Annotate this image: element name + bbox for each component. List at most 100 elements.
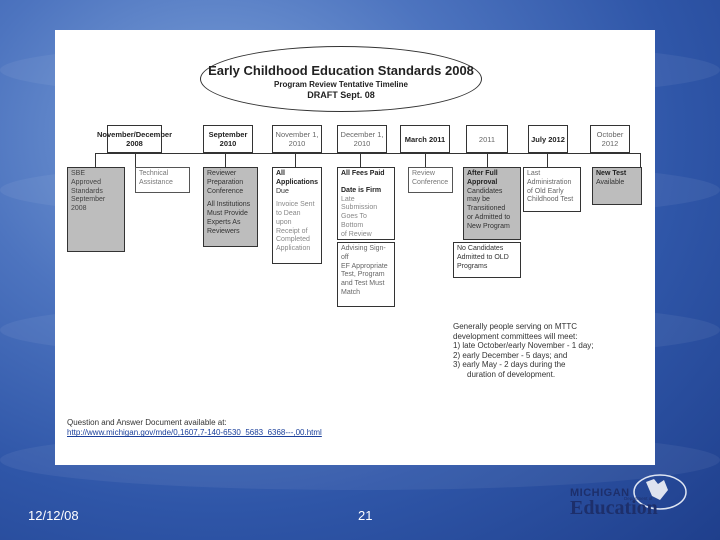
slide-number: 21: [358, 508, 373, 523]
box-line: of Review: [341, 230, 372, 238]
timeline-tick: [135, 153, 136, 167]
box-line: Administration: [527, 178, 572, 186]
timeline-tick: [225, 153, 226, 167]
box-line: of Old Early: [527, 187, 564, 195]
box-line: Admitted to OLD: [457, 253, 509, 261]
box-line: Candidates: [467, 187, 503, 195]
box-line: Transitioned: [467, 205, 506, 212]
timeline-document: Early Childhood Education Standards 2008…: [55, 30, 655, 465]
timeline-tick: [547, 153, 548, 167]
box-line: to Dean upon: [276, 210, 301, 226]
box-line: No Candidates: [457, 245, 504, 252]
box-line: Conference: [412, 178, 449, 186]
header-nov-2010: November 1, 2010: [272, 125, 322, 153]
box-line: Date is Firm: [341, 186, 382, 194]
box-line: Conference: [207, 187, 244, 195]
box-line: Receipt of: [276, 227, 308, 235]
box-line: Submission: [341, 204, 378, 212]
committee-note: Generally people serving on MTTC develop…: [453, 322, 623, 387]
box-line: Approval: [467, 178, 498, 186]
box-line: Last: [527, 170, 541, 177]
box-line: All: [276, 170, 285, 177]
box-line: Childhood Test: [527, 196, 574, 204]
box-line: Assistance: [139, 178, 173, 186]
box-line: Application: [276, 245, 311, 252]
note-line: development committees will meet:: [453, 331, 578, 341]
box-line: Late: [341, 195, 355, 203]
timeline-tick: [487, 153, 488, 167]
footer-date: 12/12/08: [28, 508, 79, 523]
header-nov-dec-2008: November/December 2008: [97, 125, 172, 153]
header-dec-2010: December 1, 2010: [337, 125, 387, 153]
qa-link[interactable]: http://www.michigan.gov/mde/0,1607,7-140…: [67, 428, 322, 438]
note-line: 2) early December - 5 days; and: [453, 350, 568, 360]
timeline-tick: [425, 153, 426, 167]
box-line: Review: [412, 170, 435, 177]
header-sep-2010: September 2010: [203, 125, 253, 153]
header-2011: 2011: [466, 125, 508, 153]
note-line: 3) early May - 2 days during the: [453, 360, 566, 370]
box-line: Experts As: [207, 218, 241, 226]
box-line: Test, Program: [341, 271, 385, 279]
box-after-full-approval: After Full Approval Candidates may be Tr…: [463, 167, 521, 240]
qa-document-note: Question and Answer Document available a…: [67, 418, 322, 439]
box-line: EF Appropriate: [341, 262, 388, 270]
box-line: September: [71, 196, 106, 204]
box-line: Completed: [276, 236, 310, 244]
box-line: Approved: [71, 178, 101, 186]
logo-dept: Department of: [624, 496, 653, 501]
timeline-axis: [95, 153, 640, 154]
timeline-tick: [95, 153, 96, 167]
box-new-test-available: New Test Available: [592, 167, 642, 205]
box-fees-paid: All Fees Paid Date is Firm Late Submissi…: [337, 167, 395, 240]
box-advising-signoff: Advising Sign- off EF Appropriate Test, …: [337, 242, 395, 307]
box-line: All Fees Paid: [341, 170, 385, 177]
box-sbe-approved: SBE Approved Standards September 2008: [67, 167, 125, 252]
logo-swoosh-icon: [633, 474, 687, 510]
box-line: New Program: [467, 222, 510, 230]
box-line: SBE: [71, 170, 86, 177]
title-line-3: DRAFT Sept. 08: [307, 90, 375, 100]
box-line: All Institutions: [207, 201, 251, 209]
box-last-administration: Last Administration of Old Early Childho…: [523, 167, 581, 212]
box-line: Available: [596, 178, 625, 186]
box-line: Programs: [457, 262, 488, 270]
box-technical-assistance: Technical Assistance: [135, 167, 190, 193]
header-jul-2012: July 2012: [528, 125, 568, 153]
box-line: Match: [341, 288, 361, 296]
logo-word: Education: [570, 497, 658, 519]
header-mar-2011: March 2011: [400, 125, 450, 153]
box-line: Applications: [276, 178, 319, 186]
box-line: After Full: [467, 170, 498, 177]
timeline-tick: [295, 153, 296, 167]
box-line: and Test Must: [341, 280, 385, 287]
box-applications-due: All Applications Due Invoice Sent to Dea…: [272, 167, 322, 264]
box-line: may be: [467, 196, 490, 204]
note-line: Generally people serving on MTTC: [453, 322, 578, 331]
box-line: Technical: [139, 170, 169, 177]
michigan-education-logo: MICHIGAN Department of Education: [568, 470, 688, 525]
box-line: Goes To Bottom: [341, 213, 367, 229]
box-line: New Test: [596, 170, 627, 177]
timeline-tick: [640, 153, 641, 167]
note-line: 1) late October/early November - 1 day;: [453, 341, 594, 351]
timeline-tick: [360, 153, 361, 167]
box-line: Advising Sign-: [341, 245, 386, 252]
box-line: Reviewers: [207, 227, 240, 235]
note-line: duration of development.: [467, 369, 556, 379]
box-line: Preparation: [207, 178, 244, 186]
box-review-conference: Review Conference: [408, 167, 453, 193]
logo-state: MICHIGAN: [570, 487, 630, 499]
box-reviewer-preparation: Reviewer Preparation Conference All Inst…: [203, 167, 258, 247]
box-line: Standards: [71, 187, 103, 195]
title-oval: Early Childhood Education Standards 2008…: [200, 46, 482, 112]
qa-label: Question and Answer Document available a…: [67, 418, 227, 427]
header-oct-2012: October 2012: [590, 125, 630, 153]
box-no-candidates: No Candidates Admitted to OLD Programs: [453, 242, 521, 278]
box-line: Reviewer: [207, 170, 237, 177]
box-line: off: [341, 253, 349, 261]
box-line: Invoice Sent: [276, 201, 315, 209]
box-line: Due: [276, 187, 289, 195]
title-line-2: Program Review Tentative Timeline: [274, 80, 408, 89]
box-line: or Admitted to: [467, 213, 511, 221]
